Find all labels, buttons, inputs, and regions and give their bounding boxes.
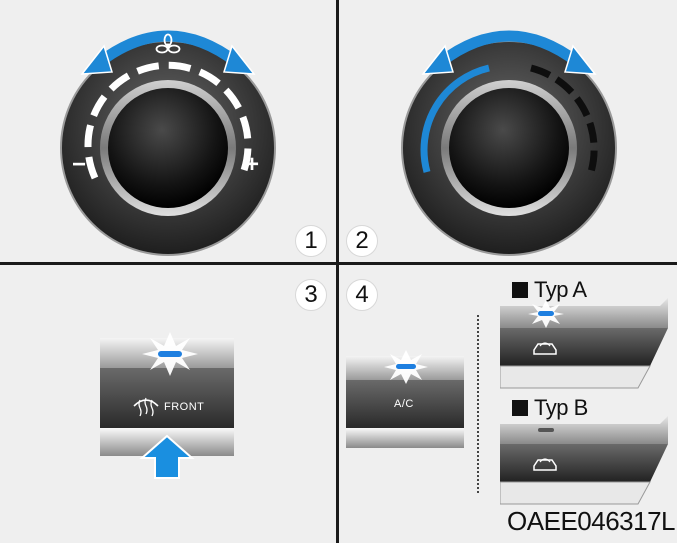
minus-label: − [72,151,87,178]
front-defrost-button[interactable] [100,330,240,480]
knob[interactable] [108,88,228,208]
ac-label: A/C [394,398,414,410]
square-bullet-icon [512,282,528,298]
indicator-light [396,364,416,369]
knob[interactable] [449,88,569,208]
scale-arc-dark [530,64,598,173]
left-arrow-head-icon [421,44,454,75]
car-recirculation-icon [533,458,557,471]
ac-button[interactable] [346,350,468,450]
left-arrow-head-icon [80,44,113,75]
indicator-light-off [538,428,554,432]
front-label: FRONT [164,401,205,413]
type-b-label: Typ B [512,395,588,421]
fan-icon [155,33,181,54]
plus-label: + [245,151,260,178]
panel-number-3: 3 [295,279,327,311]
fan-speed-knob [60,30,276,256]
up-arrow-icon [139,434,195,479]
car-recirculation-icon [533,342,557,355]
rotation-arrow-arc [96,30,240,67]
indicator-light [158,351,182,357]
type-b-button[interactable] [500,416,670,511]
right-arrow-head-icon [564,44,597,75]
scale-arc [84,61,252,180]
type-a-button[interactable] [500,298,670,393]
vertical-divider [336,0,339,543]
type-a-label: Typ A [512,277,587,303]
temperature-knob [401,30,617,256]
right-arrow-head-icon [223,44,256,75]
panel-number-4: 4 [346,279,378,311]
panel-number-1: 1 [295,225,327,257]
horizontal-divider [0,262,677,265]
scale-arc-blue [420,64,490,173]
panel-number-2: 2 [346,225,378,257]
dotted-separator [477,315,479,493]
indicator-light [538,311,554,316]
square-bullet-icon [512,400,528,416]
front-defrost-icon [133,397,159,417]
rotation-arrow-arc [437,30,581,67]
image-code: OAEE046317L [507,506,675,536]
